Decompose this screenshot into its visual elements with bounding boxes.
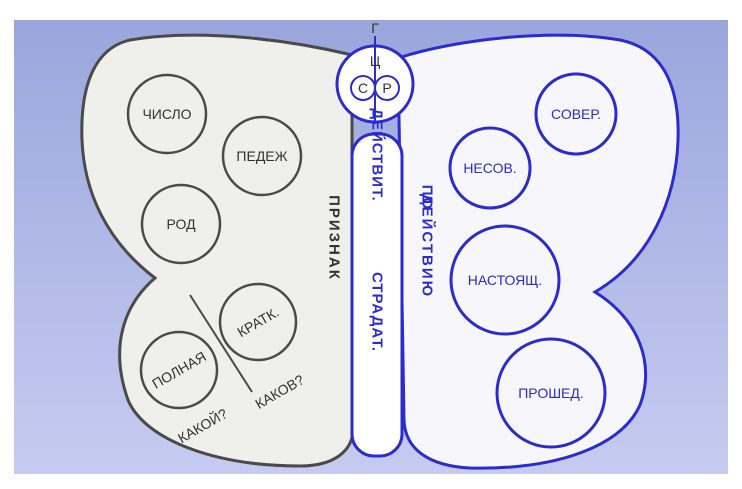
circle-gender-label: РОД: [166, 216, 196, 232]
feature-label: ПРИЗНАК: [326, 195, 343, 281]
head-left-letter: С: [358, 80, 368, 96]
circle-past-label: ПРОШЕД.: [518, 385, 584, 401]
action-label: ДЕЙСТВИЮ: [419, 194, 437, 298]
head-right-letter: Р: [382, 80, 391, 96]
body-word-active: ДЕЙСТВИТ.: [369, 108, 387, 201]
head-top-letter: Г: [371, 20, 379, 36]
circle-perfective-label: СОВЕР.: [551, 106, 601, 122]
circle-case-label: ПЕДЕЖ: [236, 148, 287, 164]
head-middle-letter: Ц: [370, 53, 381, 69]
body-word-passive: СТРАДАТ.: [369, 272, 386, 352]
circle-number-label: ЧИСЛО: [142, 106, 191, 122]
circle-imperfective-label: НЕСОВ.: [463, 160, 516, 176]
circle-present-label: НАСТОЯЩ.: [468, 272, 542, 288]
